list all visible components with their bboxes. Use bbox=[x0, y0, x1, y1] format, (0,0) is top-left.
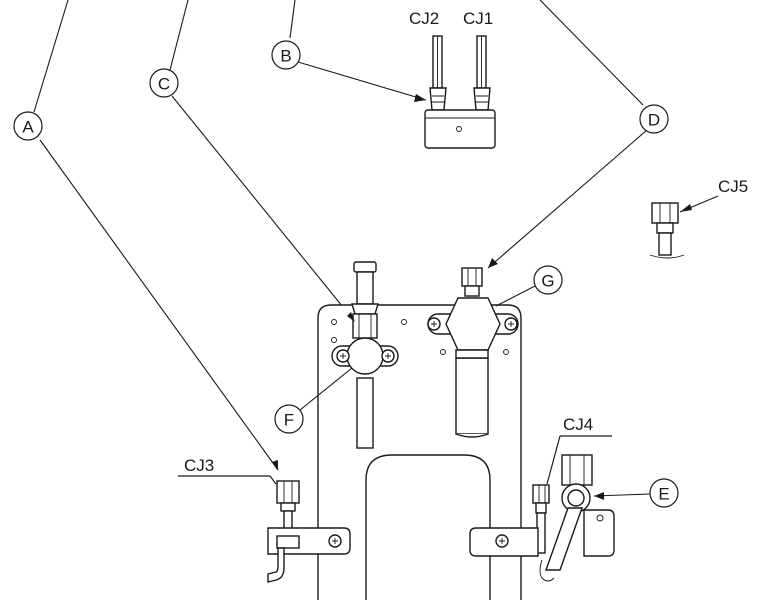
cj4-e-assembly: CJ4 bbox=[469, 415, 651, 582]
leader-d-to-fitting bbox=[487, 129, 648, 269]
cj3-label: CJ3 bbox=[184, 456, 214, 475]
callout-f-letter: F bbox=[284, 411, 294, 430]
callout-e-letter: E bbox=[658, 485, 669, 504]
valve-f-assembly bbox=[299, 261, 399, 449]
callout-b: B bbox=[271, 40, 301, 70]
callout-d: D bbox=[639, 104, 669, 134]
callout-d-letter: D bbox=[648, 111, 660, 130]
callout-f: F bbox=[274, 404, 304, 434]
callout-g-letter: G bbox=[541, 272, 554, 291]
cj5-fitting: CJ5 bbox=[649, 177, 748, 259]
leader-d-top bbox=[539, 0, 644, 106]
leader-lines bbox=[33, 0, 648, 471]
callout-c: C bbox=[149, 68, 179, 98]
leader-a-top bbox=[33, 0, 69, 113]
valve-g-assembly bbox=[427, 267, 536, 438]
leader-c-to-valve-f bbox=[171, 95, 356, 323]
callout-c-letter: C bbox=[158, 75, 170, 94]
leader-a-to-cj3 bbox=[39, 139, 279, 471]
callout-g: G bbox=[533, 265, 563, 295]
arrowheads bbox=[272, 94, 692, 470]
cj3-fitting: CJ3 bbox=[178, 456, 351, 583]
cj2-label: CJ2 bbox=[409, 9, 439, 28]
leader-c-top bbox=[169, 0, 189, 71]
leader-b-top bbox=[289, 0, 296, 39]
leader-b-to-block bbox=[297, 61, 427, 101]
cj4-label: CJ4 bbox=[563, 415, 593, 434]
cj5-label: CJ5 bbox=[718, 177, 748, 196]
callout-b-letter: B bbox=[280, 47, 291, 66]
callout-a-letter: A bbox=[22, 118, 34, 137]
terminal-block-b: CJ2 CJ1 bbox=[409, 9, 496, 149]
callout-e: E bbox=[649, 478, 679, 508]
callout-a: A bbox=[13, 111, 43, 141]
cj1-label: CJ1 bbox=[463, 9, 493, 28]
